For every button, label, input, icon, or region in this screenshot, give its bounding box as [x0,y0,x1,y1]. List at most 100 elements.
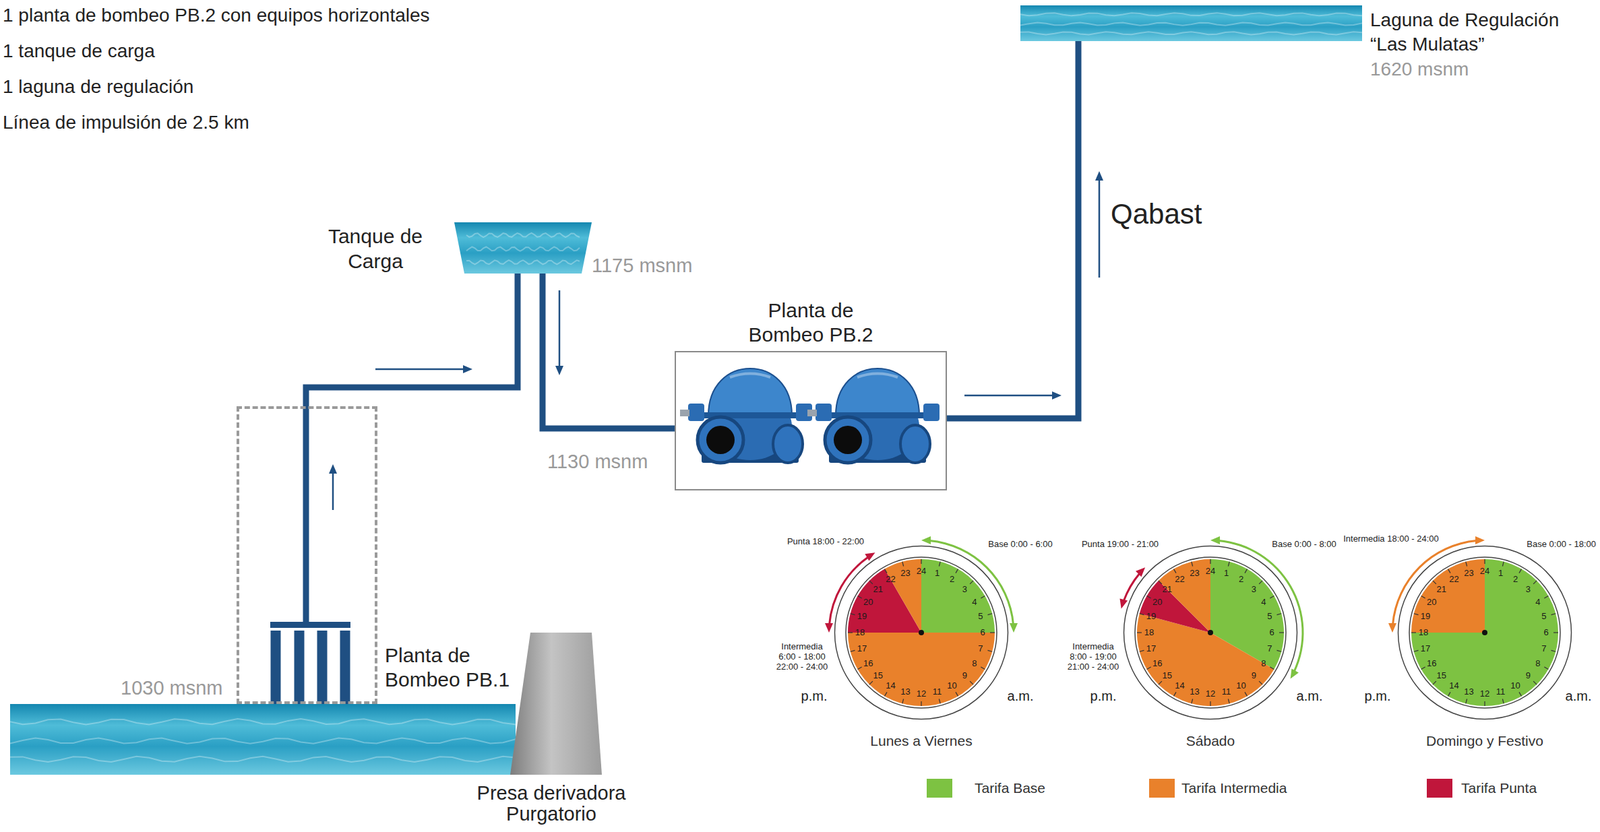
hour-number: 1 [934,568,940,579]
clock-tick [1544,667,1549,670]
node-label: Laguna de Regulación “Las Mulatas” [1370,8,1573,57]
tariff-clocks [824,536,1572,720]
clock-tick [902,562,904,567]
clock-tick [1432,681,1437,685]
clock-tick [1484,701,1485,707]
hour-number: 22 [1174,574,1185,586]
legend-label: Tarifa Intermedia [1181,780,1287,797]
clock-tick [1279,632,1284,633]
vertical-pump [317,630,328,705]
tariff-period: Base 0:00 - 18:00 [1526,539,1596,550]
pipe-connector [542,273,675,429]
diversion-dam: Presa derivadora Purgatorio [10,632,602,776]
tariff-period: Punta 19:00 - 21:00 [1081,539,1159,550]
clock-tick [1448,569,1452,574]
hour-number: 5 [977,611,983,623]
clock-tick [1421,596,1426,600]
arrowhead [555,365,564,376]
clock-face [824,536,1018,720]
hour-number: 23 [1189,568,1199,579]
clock-tick [847,632,853,633]
water-ripple [466,233,580,238]
pb1-pumps [270,406,351,705]
hour-number: 16 [1152,658,1162,669]
meridiem: p.m. [1090,688,1117,705]
arrowhead [864,552,875,561]
clock-tick [1519,569,1522,574]
clock-tick [1209,559,1211,565]
reservoir-water [10,704,516,776]
hour-number: 20 [1152,597,1162,608]
node-label: Planta de Bombeo PB.1 [384,643,540,693]
clock-tick [1277,650,1282,652]
hour-number: 17 [1420,643,1431,654]
node-label: 1620 msnm [1370,57,1469,81]
hour-number: 19 [1146,611,1156,623]
clock-tick [902,699,904,705]
water-ripple [10,719,516,725]
clock-tick [988,613,993,616]
hour-number: 19 [1420,611,1431,623]
node-label: Domingo y Festivo [1426,732,1544,751]
note: 1 tanque de carga [2,40,156,63]
clock-outline [1398,546,1572,720]
hour-number: 7 [977,643,983,654]
clock-tick [1269,667,1274,670]
arrowhead [1388,623,1397,633]
meridiem: p.m. [1364,688,1392,705]
clock-tick [1502,699,1504,705]
hour-number: 13 [1463,686,1474,697]
hour-number: 3 [1251,584,1257,595]
hour-number: 17 [1146,643,1156,654]
period-arrow [828,556,869,626]
clock-ring [1409,557,1561,709]
hour-number: 4 [1260,597,1266,608]
clock-rim [834,545,1009,720]
hour-number: 13 [1189,686,1199,697]
clock-tick [1139,650,1145,652]
hour-number: 23 [1463,568,1474,579]
tariff-period: Base 0:00 - 6:00 [988,539,1053,550]
pipe-connector [946,41,1104,419]
tariff-sector [1411,559,1559,707]
clock-tick [1227,699,1230,705]
hour-number: 23 [900,568,910,579]
pipe [542,273,675,429]
water-ripple [10,756,516,763]
clock-tick [1244,569,1248,574]
clock-tick [850,613,856,616]
clock-tick [1484,559,1485,565]
hour-number: 2 [949,574,955,586]
clock-tick [1411,632,1417,633]
clock-tick [1465,562,1468,567]
clock-tick [1209,701,1211,707]
pipe [305,273,518,407]
clock-tick [955,569,959,574]
hour-number: 15 [872,671,883,682]
hour-number: 21 [872,584,883,595]
node-label: Presa derivadora Purgatorio [460,783,643,825]
hour-number: 20 [1426,597,1437,608]
hour-number: 20 [863,597,873,608]
shape-outline [10,632,602,776]
clock-tick [1551,613,1557,616]
note: Línea de impulsión de 2.5 km [2,111,250,134]
shape-outline [1020,5,1363,42]
tariff-sector [1158,559,1211,633]
hour-number: 21 [1161,584,1172,595]
arrowhead [463,365,473,374]
clock-tick [1158,580,1162,585]
pb1-manifold [270,622,351,629]
hour-number: 22 [1449,574,1459,586]
clock-ring [845,557,997,709]
tariff-period: Intermedia 8:00 - 19:00 21:00 - 24:00 [1064,642,1122,673]
clock-tick [938,562,941,567]
water-ripple [1020,22,1363,25]
clock-tick [1258,580,1263,585]
hour-number: 2 [1513,574,1518,586]
clock-rim [1123,545,1298,720]
hour-number: 6 [1543,628,1549,639]
tariff-sector [847,632,995,707]
clock-tick [1448,692,1452,697]
hour-number: 2 [1238,574,1244,586]
